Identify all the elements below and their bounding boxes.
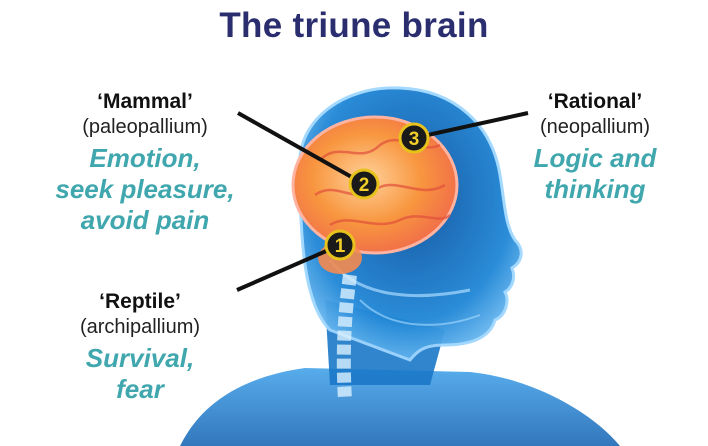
description-line: Survival, bbox=[85, 343, 195, 373]
marker-2: 2 bbox=[348, 168, 380, 200]
leader-line-3 bbox=[413, 111, 529, 140]
label-group-rational: ‘Rational’ (neopallium) Logic and thinki… bbox=[505, 90, 685, 205]
layer-latin-mammal: (paleopallium) bbox=[82, 116, 208, 138]
description-line: Emotion, bbox=[89, 143, 201, 173]
marker-1-number: 1 bbox=[335, 236, 346, 257]
description-line: fear bbox=[116, 374, 164, 404]
layer-name-mammal: ‘Mammal’ bbox=[97, 90, 193, 113]
marker-1: 1 bbox=[324, 229, 356, 261]
description-line: seek pleasure, bbox=[55, 174, 235, 204]
layer-name-reptile: ‘Reptile’ bbox=[99, 290, 181, 313]
description-line: Logic and bbox=[533, 143, 657, 173]
leader-line-2 bbox=[237, 111, 365, 186]
shoulders-shape bbox=[180, 368, 620, 446]
layer-description-reptile: Survival, fear bbox=[40, 343, 240, 405]
spine-shape bbox=[336, 274, 357, 401]
layer-description-rational: Logic and thinking bbox=[505, 143, 685, 205]
label-group-reptile: ‘Reptile’ (archipallium) Survival, fear bbox=[40, 290, 240, 405]
layer-description-mammal: Emotion, seek pleasure, avoid pain bbox=[30, 143, 260, 236]
leader-line-1 bbox=[236, 243, 341, 292]
description-line: thinking bbox=[544, 174, 646, 204]
layer-latin-rational: (neopallium) bbox=[539, 116, 651, 138]
marker-3-number: 3 bbox=[409, 129, 420, 150]
layer-name-rational: ‘Rational’ bbox=[547, 90, 643, 113]
layer-latin-reptile: (archipallium) bbox=[79, 316, 201, 338]
page-title: The triune brain bbox=[219, 6, 489, 45]
marker-2-number: 2 bbox=[359, 175, 370, 196]
description-line: avoid pain bbox=[80, 205, 210, 235]
marker-3: 3 bbox=[398, 122, 430, 154]
jaw-outline bbox=[359, 299, 481, 326]
label-group-mammal: ‘Mammal’ (paleopallium) Emotion, seek pl… bbox=[30, 90, 260, 236]
